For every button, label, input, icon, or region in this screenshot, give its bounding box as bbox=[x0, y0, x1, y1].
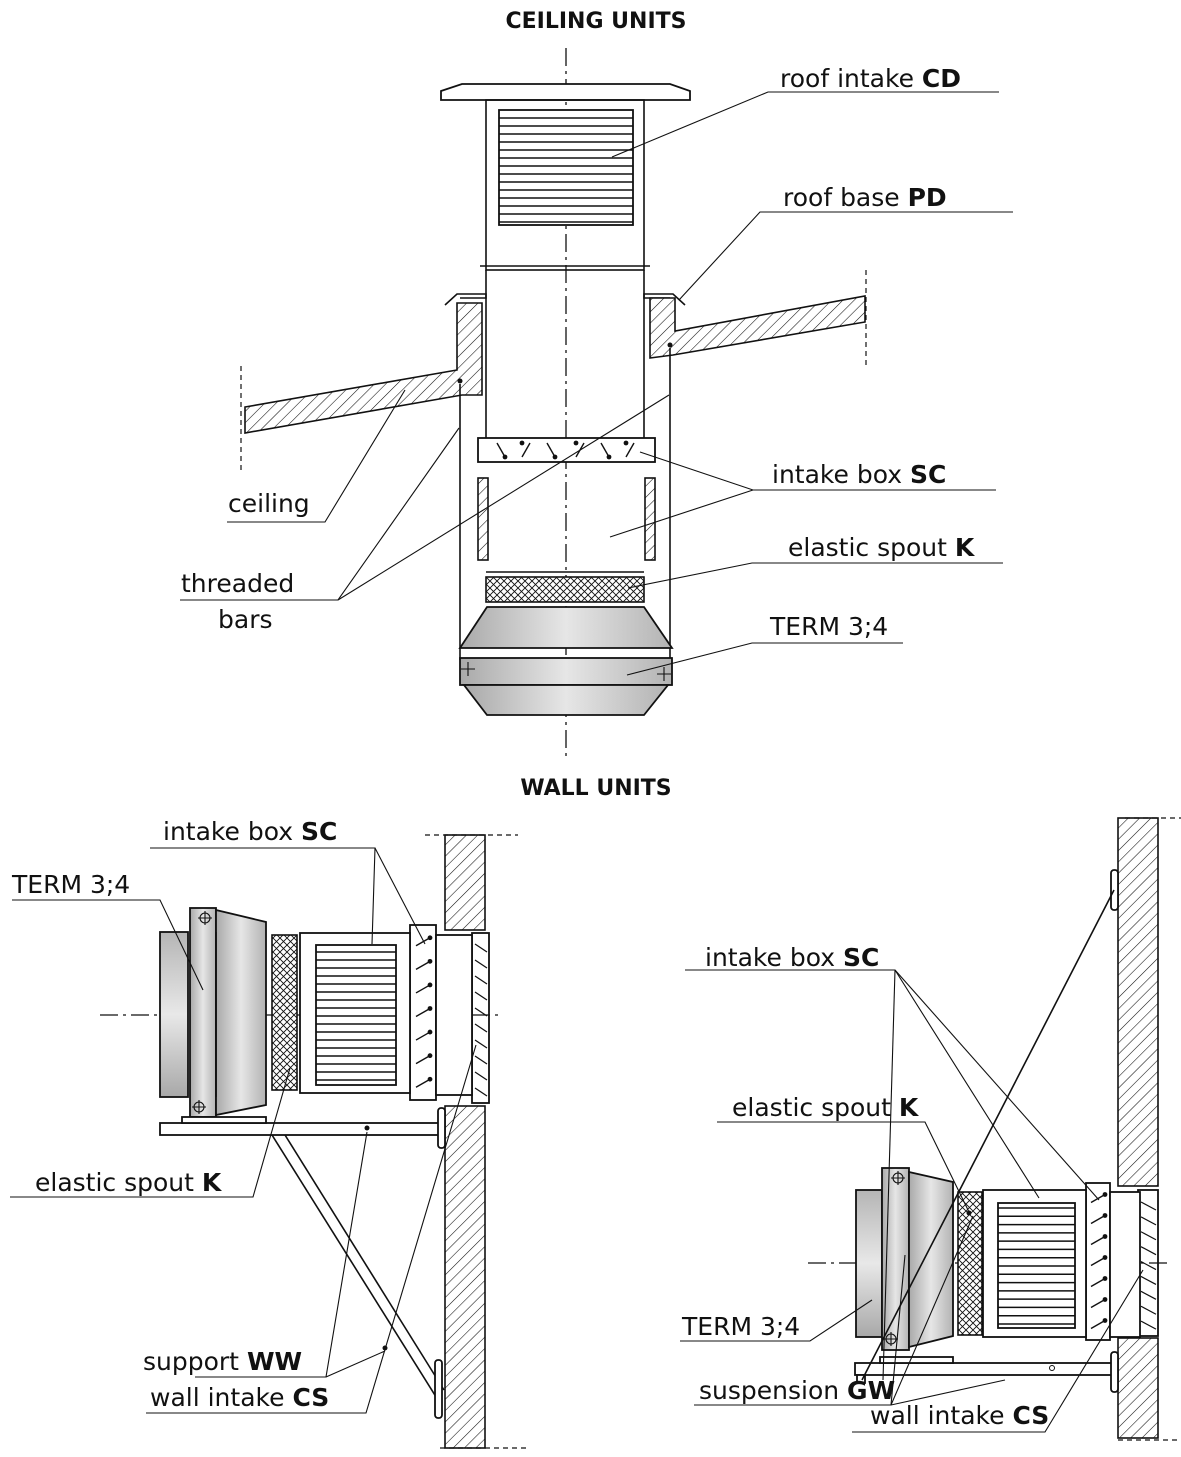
ceiling-units-title: CEILING UNITS bbox=[505, 9, 686, 34]
label-wall-left-elastic-spout: elastic spout K bbox=[35, 1168, 223, 1197]
label-wall-right-intake-box: intake box SC bbox=[705, 943, 879, 972]
label-wall-left-support: support WW bbox=[143, 1347, 302, 1376]
label-wall-right-term: TERM 3;4 bbox=[681, 1312, 800, 1341]
label-wall-left-term: TERM 3;4 bbox=[11, 870, 130, 899]
ceiling-leaders bbox=[180, 91, 1013, 676]
label-ceiling-term: TERM 3;4 bbox=[769, 612, 888, 641]
wall-unit-left-drawing bbox=[100, 834, 528, 1449]
ceiling-unit-drawing bbox=[240, 48, 867, 760]
wall-units-title: WALL UNITS bbox=[520, 776, 671, 801]
wall-right-leaders bbox=[680, 969, 1144, 1433]
wall-left-leaders bbox=[10, 847, 477, 1414]
label-ceiling-intake-box: intake box SC bbox=[772, 460, 946, 489]
label-wall-left-intake-box: intake box SC bbox=[163, 817, 337, 846]
label-wall-right-elastic-spout: elastic spout K bbox=[732, 1093, 920, 1122]
label-threaded-bars-line2: bars bbox=[218, 605, 273, 634]
label-ceiling: ceiling bbox=[228, 489, 310, 518]
label-wall-right-suspension: suspension GW bbox=[699, 1376, 895, 1405]
label-ceiling-elastic-spout: elastic spout K bbox=[788, 533, 976, 562]
label-roof-intake: roof intake CD bbox=[780, 64, 961, 93]
wall-unit-right-drawing bbox=[808, 817, 1181, 1441]
label-roof-base: roof base PD bbox=[783, 183, 947, 212]
label-wall-right-wall-intake: wall intake CS bbox=[870, 1401, 1049, 1430]
label-wall-left-wall-intake: wall intake CS bbox=[150, 1383, 329, 1412]
label-threaded-bars-line1: threaded bbox=[181, 569, 294, 598]
